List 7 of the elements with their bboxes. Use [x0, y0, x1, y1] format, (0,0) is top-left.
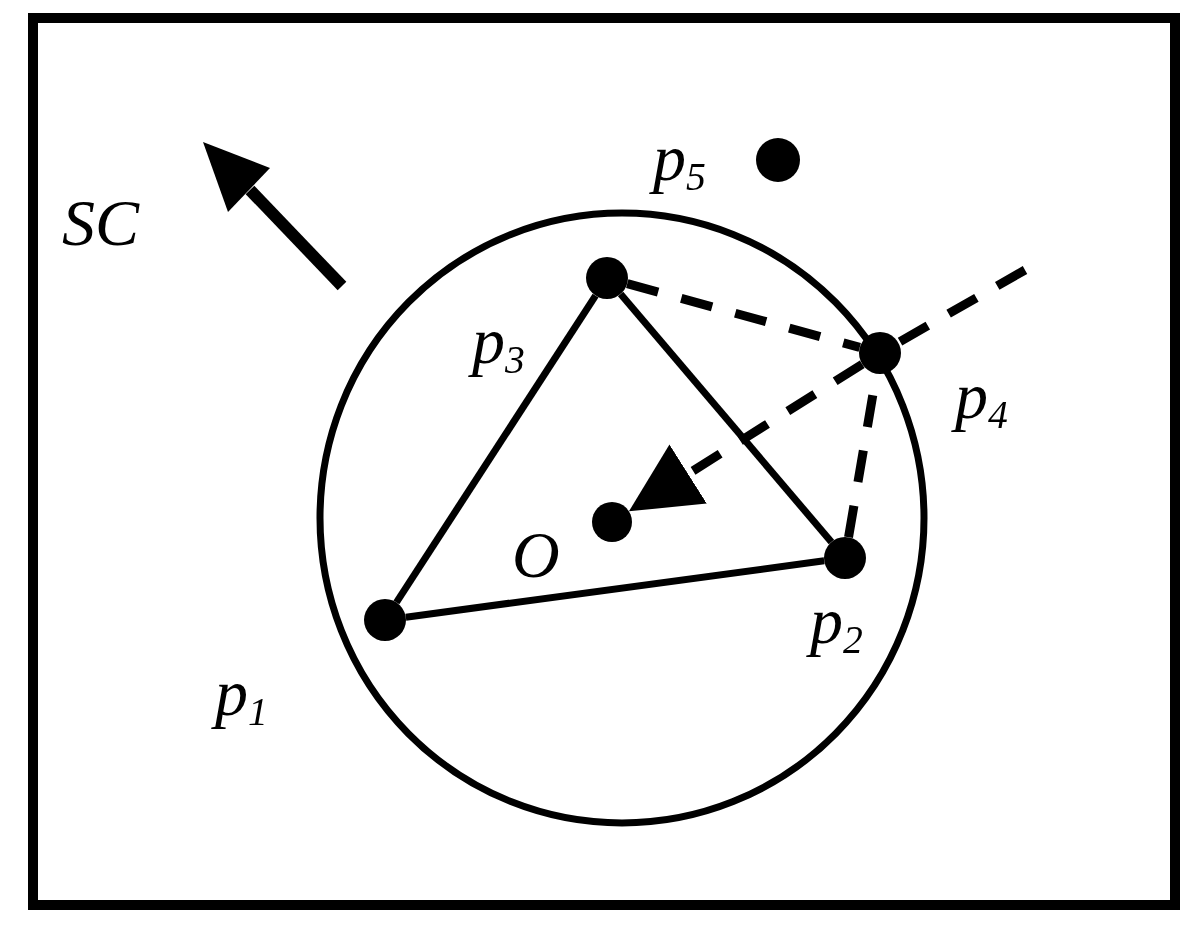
- line-segment: [393, 293, 599, 605]
- direction-label: SC: [62, 190, 140, 256]
- dashed-line: [626, 279, 861, 352]
- line-segment: [405, 557, 825, 621]
- point-label: O: [512, 522, 560, 588]
- dashed-line: [896, 266, 1028, 347]
- line-segment: [617, 291, 835, 545]
